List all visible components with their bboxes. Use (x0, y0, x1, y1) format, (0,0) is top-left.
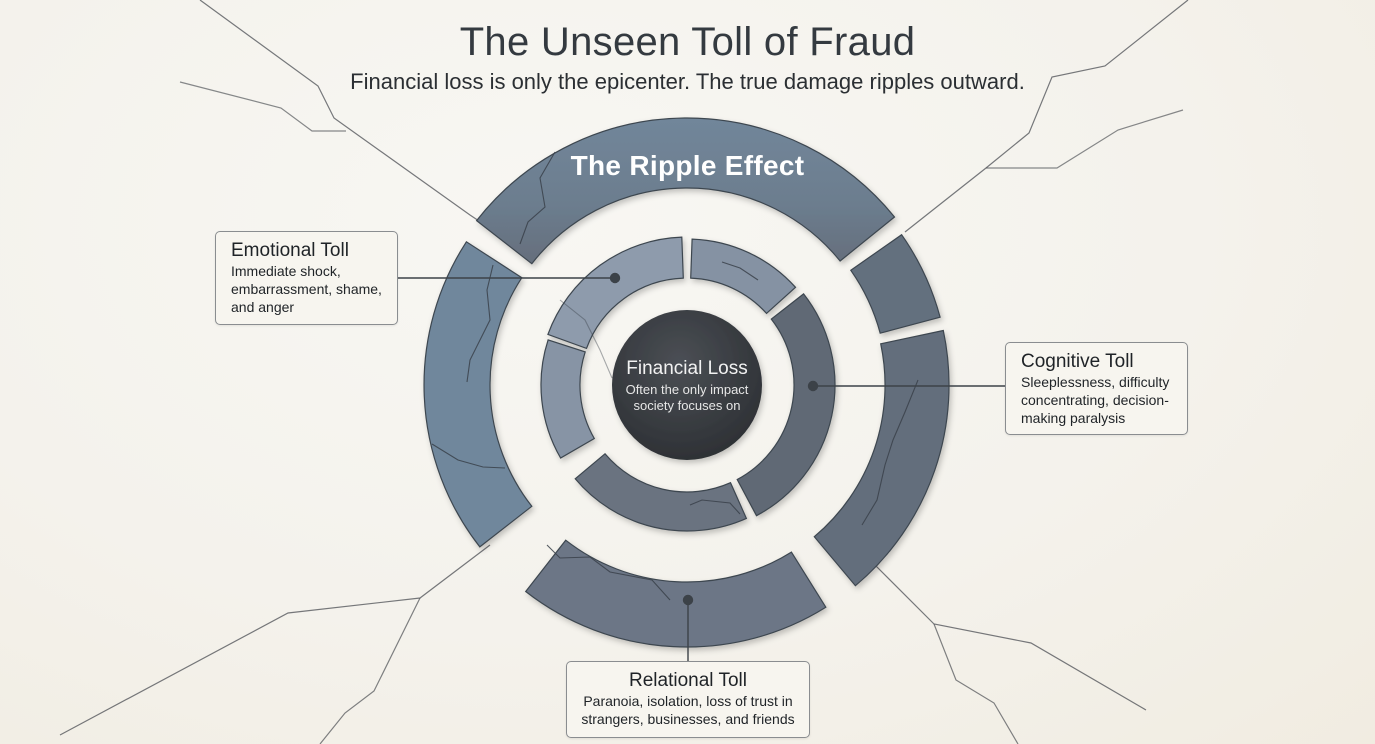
crack-bottom-left-branch (319, 597, 421, 744)
crack-top-right (904, 0, 1189, 233)
page-title: The Unseen Toll of Fraud (459, 20, 916, 64)
crack-inner-top-right (721, 261, 759, 281)
outer-ring-segment-right-upper (849, 233, 941, 334)
crack-outer-right (861, 379, 919, 526)
inner-ring-segment-top (547, 236, 684, 350)
page-subtitle: Financial loss is only the epicenter. Th… (350, 69, 1025, 94)
crack-center-link (559, 299, 613, 379)
crack-outer-top-left (519, 151, 556, 245)
crack-outer-bottom (546, 544, 671, 601)
crack-inner-bottom (689, 499, 741, 515)
crack-bottom-left (59, 544, 491, 736)
inner-ring-segment-right (736, 293, 836, 517)
callout-line: embarrassment, shame, (231, 281, 382, 297)
center-description-line: Often the only impact (625, 382, 749, 397)
callout-title: Cognitive Toll (1021, 351, 1134, 372)
connector-cognitive-dot (807, 380, 819, 392)
callout-line: concentrating, decision- (1021, 392, 1169, 408)
callout-title: Emotional Toll (231, 240, 349, 261)
crack-bottom-right-branch (933, 623, 1019, 744)
crack-top-left (199, 0, 501, 236)
callout-line: and anger (231, 299, 295, 315)
connectors (398, 272, 1005, 661)
inner-ring-segment-bottom (574, 452, 748, 532)
inner-ring-segment-top-right (690, 238, 797, 315)
crack-top-left-branch (179, 81, 346, 132)
callout-line: Paranoia, isolation, loss of trust in (583, 693, 793, 709)
connector-relational-dot (682, 594, 694, 606)
callout-line: Sleeplessness, difficulty (1021, 374, 1170, 390)
center-title: Financial Loss (626, 358, 748, 379)
crack-outer-left-bottom (431, 443, 506, 469)
callout-title: Relational Toll (629, 670, 747, 691)
inner-ring-segment-left (540, 339, 596, 459)
crack-top-right-branch (986, 109, 1184, 169)
emotional-toll-callout: Emotional Toll Immediate shock, embarras… (215, 231, 398, 325)
crack-bottom-right (869, 559, 1147, 711)
outer-ring-segment-bottom (524, 539, 827, 648)
financial-loss-circle (612, 310, 762, 460)
callout-line: making paralysis (1021, 410, 1126, 426)
ring-cracks (431, 151, 919, 601)
outer-ring-segment-right (813, 329, 950, 587)
center-description: Often the only impact society focuses on (612, 382, 762, 414)
relational-toll-callout: Relational Toll Paranoia, isolation, los… (566, 661, 810, 738)
center-description-line: society focuses on (633, 398, 741, 413)
cognitive-toll-callout: Cognitive Toll Sleeplessness, difficulty… (1005, 342, 1188, 435)
outer-ring-segment-top (475, 117, 896, 265)
callout-line: Immediate shock, (231, 263, 341, 279)
ripple-effect-label: The Ripple Effect (570, 150, 805, 181)
callout-line: strangers, businesses, and friends (581, 711, 795, 727)
crack-outer-left (466, 264, 494, 383)
connector-emotional-dot (609, 272, 621, 284)
inner-ring (540, 236, 836, 532)
outer-ring (423, 117, 950, 648)
outer-ring-segment-left (423, 240, 533, 548)
background-cracks (59, 0, 1189, 744)
